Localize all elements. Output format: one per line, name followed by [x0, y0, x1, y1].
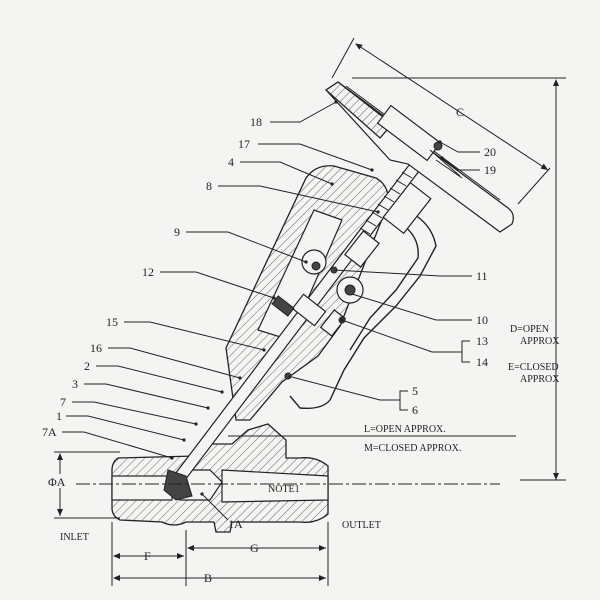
dim-c-label: C: [456, 105, 464, 119]
callout-17: 17: [238, 137, 250, 151]
dim-phi-a-label: ΦA: [48, 475, 66, 489]
callout-8: 8: [206, 179, 212, 193]
dim-d-line2: APPROX: [520, 336, 560, 347]
callout-11: 11: [476, 269, 488, 283]
callout-7a: 7A: [42, 425, 57, 439]
valve-body: [111, 423, 329, 533]
note-label: NOTE1: [268, 484, 300, 495]
callout-15: 15: [106, 315, 118, 329]
callout-10: 10: [476, 313, 488, 327]
callouts-right: 20 19 11 10 13 14 5 6: [287, 140, 496, 417]
callout-3: 3: [72, 377, 78, 391]
callout-18: 18: [250, 115, 262, 129]
inlet-label: INLET: [60, 532, 89, 543]
valve-stem: [163, 139, 439, 501]
dimension-bottom: F G B: [111, 522, 329, 586]
pins: [284, 249, 364, 380]
outlet-label: OUTLET: [342, 520, 381, 531]
callout-2: 2: [84, 359, 90, 373]
callout-19: 19: [484, 163, 496, 177]
callout-1a: 1A: [228, 517, 243, 531]
dimension-phi-a: ΦA: [46, 451, 120, 519]
centerline: NOTE1: [76, 483, 500, 495]
callout-20: 20: [484, 145, 496, 159]
callout-5: 5: [412, 384, 418, 398]
callouts-left: 18 17 4 8 9 12 15 16 2 3 7 1: [42, 100, 380, 531]
dim-f-label: F: [144, 549, 151, 563]
callout-14: 14: [476, 355, 488, 369]
dimension-c: C: [331, 37, 551, 205]
dimension-l-m: L=OPEN APPROX. M=CLOSED APPROX.: [228, 424, 516, 454]
callout-13: 13: [476, 334, 488, 348]
dim-g-label: G: [250, 541, 259, 555]
dim-b-label: B: [204, 571, 212, 585]
dimension-d-e: D=OPEN APPROX E=CLOSED APPROX: [352, 77, 566, 481]
callout-4: 4: [228, 155, 234, 169]
callout-6: 6: [412, 403, 418, 417]
callout-12: 12: [142, 265, 154, 279]
callout-1: 1: [56, 409, 62, 423]
dim-d-line1: D=OPEN: [510, 324, 549, 335]
callout-16: 16: [90, 341, 102, 355]
dim-m-label: M=CLOSED APPROX.: [364, 443, 461, 454]
dim-e-line2: APPROX: [520, 374, 560, 385]
dim-l-label: L=OPEN APPROX.: [364, 424, 446, 435]
dim-e-line1: E=CLOSED: [508, 362, 559, 373]
callout-9: 9: [174, 225, 180, 239]
callout-7: 7: [60, 395, 66, 409]
